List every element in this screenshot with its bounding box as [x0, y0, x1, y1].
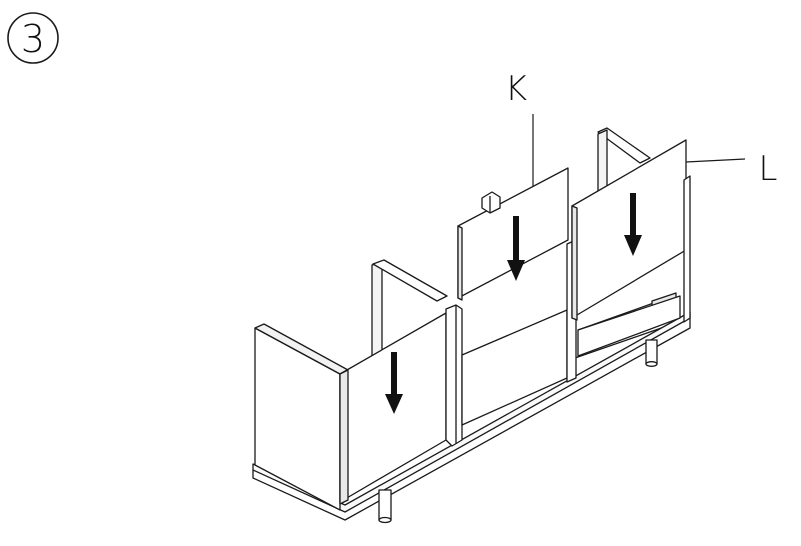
left-back-rail [372, 259, 448, 302]
divider-left [445, 304, 463, 447]
down-arrow-icon [385, 352, 403, 414]
callout-label-k: K [505, 69, 527, 109]
callout-label-l: L [759, 149, 778, 189]
leg-front-foot [378, 516, 392, 524]
callout-leaders [532, 114, 746, 186]
leg-front [378, 489, 392, 521]
panel-l-edge [571, 205, 578, 321]
insert-arrows [385, 193, 642, 414]
left-section [254, 304, 463, 511]
panel-l-board [571, 139, 687, 319]
right-end-panel [597, 129, 608, 196]
left-insert-panel-edge [339, 369, 349, 505]
leg-back-foot [645, 361, 658, 367]
leader-l [685, 158, 746, 163]
down-arrow-icon [624, 193, 642, 256]
panel-k-edge [457, 225, 463, 301]
step-badge: 3 [7, 12, 59, 64]
step-circle-icon [7, 12, 59, 64]
divider-right [683, 175, 691, 323]
leg-back [645, 339, 658, 365]
panel-k-clip [481, 191, 501, 214]
down-arrow-icon [507, 216, 525, 281]
panel-l [571, 139, 691, 357]
top-rail-right [597, 127, 651, 164]
step-number: 3 [21, 17, 45, 61]
panel-l-lower [577, 295, 681, 357]
